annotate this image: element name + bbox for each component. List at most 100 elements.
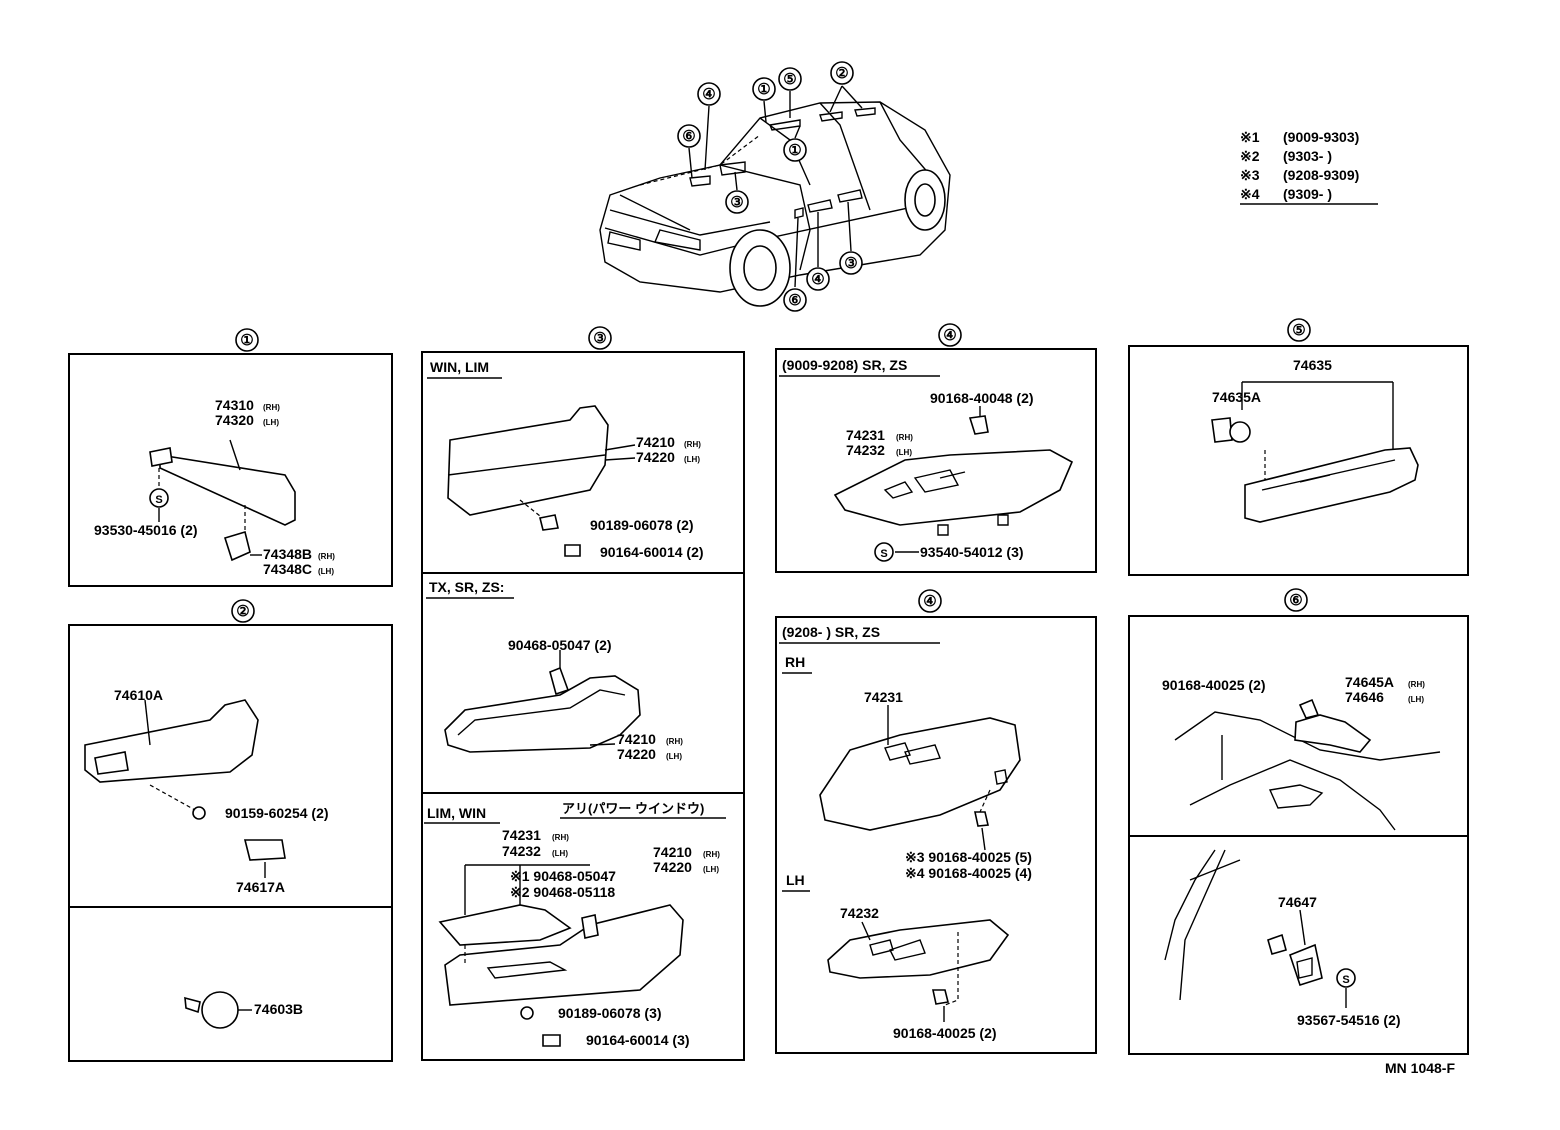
panel-1-number: ①: [235, 328, 259, 352]
svg-text:⑥: ⑥: [1289, 592, 1302, 609]
label-90159-60254: 90159-60254 (2): [225, 805, 329, 821]
legend-mark-4: ※4: [1240, 186, 1260, 202]
car-illustration: ④ ① ⑤ ② ⑥ ① ③ ④ ③ ⑥: [599, 61, 951, 312]
label-74232-c: 74232: [502, 843, 541, 859]
svg-text:(LH): (LH): [896, 448, 912, 457]
label-93567-54516: 93567-54516 (2): [1297, 1012, 1401, 1028]
label-74617a: 74617A: [236, 879, 285, 895]
svg-text:④: ④: [943, 327, 956, 344]
label-74320: 74320: [215, 412, 254, 428]
label-74220-c: 74220: [653, 859, 692, 875]
label-74646: 74646: [1345, 689, 1384, 705]
car-callout-2: ②: [830, 61, 854, 85]
legend-range-2: (9303- ): [1283, 148, 1332, 164]
label-mark1-90468-05047: ※1 90468-05047: [510, 868, 616, 884]
label-74231-c: 74231: [502, 827, 541, 843]
label-74635: 74635: [1293, 357, 1332, 373]
svg-text:S: S: [155, 494, 162, 506]
legend-mark-1: ※1: [1240, 129, 1260, 145]
panel-1-sun-visor: ① S 74310 (RH) 74320 (LH) 93530-45016 (2…: [68, 328, 393, 587]
screw-s-mark: S: [874, 542, 894, 562]
svg-text:⑤: ⑤: [1292, 322, 1305, 339]
legend-mark-2: ※2: [1240, 148, 1260, 164]
label-90468-05047-b: 90468-05047 (2): [508, 637, 612, 653]
svg-text:③: ③: [730, 194, 743, 211]
label-90189-06078-a: 90189-06078 (2): [590, 517, 694, 533]
svg-text:S: S: [880, 548, 887, 560]
svg-text:(LH): (LH): [703, 865, 719, 874]
panel-2-number: ②: [231, 599, 255, 623]
label-74348b: 74348B: [263, 546, 312, 562]
svg-text:(RH): (RH): [896, 433, 913, 442]
screw-s-mark: S: [149, 488, 169, 508]
svg-text:⑥: ⑥: [682, 128, 695, 145]
svg-text:④: ④: [923, 593, 936, 610]
label-74210-c: 74210: [653, 844, 692, 860]
car-callout-4a: ④: [697, 82, 721, 106]
car-callout-4b: ④: [806, 267, 830, 291]
label-90168-40025-6: 90168-40025 (2): [1162, 677, 1266, 693]
svg-text:①: ①: [788, 142, 801, 159]
label-74635a: 74635A: [1212, 389, 1261, 405]
panel-4b-header: (9208- ) SR, ZS: [782, 624, 880, 640]
svg-text:(RH): (RH): [703, 850, 720, 859]
svg-text:②: ②: [835, 65, 848, 82]
legend-mark-3: ※3: [1240, 167, 1260, 183]
label-74210-a: 74210: [636, 434, 675, 450]
car-callout-1b: ①: [783, 138, 807, 162]
label-74231-b: 74231: [864, 689, 903, 705]
legend-range-3: (9208-9309): [1283, 167, 1359, 183]
svg-text:(LH): (LH): [318, 567, 334, 576]
svg-text:(LH): (LH): [263, 418, 279, 427]
svg-text:③: ③: [593, 330, 606, 347]
label-74310: 74310: [215, 397, 254, 413]
label-74232-b: 74232: [840, 905, 879, 921]
label-74231-a: 74231: [846, 427, 885, 443]
label-mark2-90468-05118: ※2 90468-05118: [510, 884, 615, 900]
svg-text:(LH): (LH): [684, 455, 700, 464]
rh-label: RH: [785, 654, 805, 670]
section-header-tx-sr-zs: TX, SR, ZS:: [429, 579, 504, 595]
svg-text:(RH): (RH): [318, 552, 335, 561]
date-legend: ※1 (9009-9303) ※2 (9303- ) ※3 (9208-9309…: [1240, 129, 1378, 205]
panel-5-grip-handle: ⑤ 74635 74635A: [1128, 318, 1469, 576]
label-74232-a: 74232: [846, 442, 885, 458]
panel-4a-switch-base: ④ (9009-9208) SR, ZS 90168-40048 (2) 742…: [775, 323, 1097, 573]
svg-text:(RH): (RH): [684, 440, 701, 449]
panel-3-number: ③: [588, 326, 612, 350]
panel-3-armrest: ③ WIN, LIM 74210 (RH) 74220 (LH) 90189-0…: [421, 326, 745, 1061]
drawing-number: MN 1048-F: [1385, 1060, 1455, 1076]
svg-text:(RH): (RH): [1408, 680, 1425, 689]
label-90168-40025-lh: 90168-40025 (2): [893, 1025, 997, 1041]
label-93530-45016: 93530-45016 (2): [94, 522, 198, 538]
section-header-lim-win: LIM, WIN: [427, 805, 486, 821]
svg-text:④: ④: [702, 86, 715, 103]
label-74220-b: 74220: [617, 746, 656, 762]
car-callout-3b: ③: [839, 251, 863, 275]
section-header-win-lim: WIN, LIM: [430, 359, 489, 375]
power-window-note: アリ(パワー ウインドウ): [562, 801, 704, 816]
svg-text:(LH): (LH): [1408, 695, 1424, 704]
legend-range-1: (9009-9303): [1283, 129, 1359, 145]
label-74647: 74647: [1278, 894, 1317, 910]
label-90189-06078-c: 90189-06078 (3): [558, 1005, 662, 1021]
svg-text:③: ③: [844, 255, 857, 272]
car-callout-6a: ⑥: [677, 124, 701, 148]
svg-text:④: ④: [811, 271, 824, 288]
svg-text:(RH): (RH): [666, 737, 683, 746]
svg-text:(LH): (LH): [552, 849, 568, 858]
car-callout-6b: ⑥: [783, 288, 807, 312]
label-74348c: 74348C: [263, 561, 312, 577]
car-callout-3a: ③: [725, 190, 749, 214]
panel-4b-number: ④: [918, 589, 942, 613]
svg-text:(RH): (RH): [263, 403, 280, 412]
panel-4a-header: (9009-9208) SR, ZS: [782, 357, 907, 373]
car-callout-5: ⑤: [778, 67, 802, 91]
svg-text:⑤: ⑤: [783, 71, 796, 88]
label-74603b: 74603B: [254, 1001, 303, 1017]
svg-text:⑥: ⑥: [788, 292, 801, 309]
panel-2-assist-grip: ② 74610A 90159-60254 (2) 74617A 74603B: [68, 599, 393, 1062]
panel-6-coat-hook: ⑥ 90168-40025 (2) 74645A (RH) 74646 (LH)…: [1128, 588, 1469, 1055]
svg-text:S: S: [1342, 974, 1349, 986]
